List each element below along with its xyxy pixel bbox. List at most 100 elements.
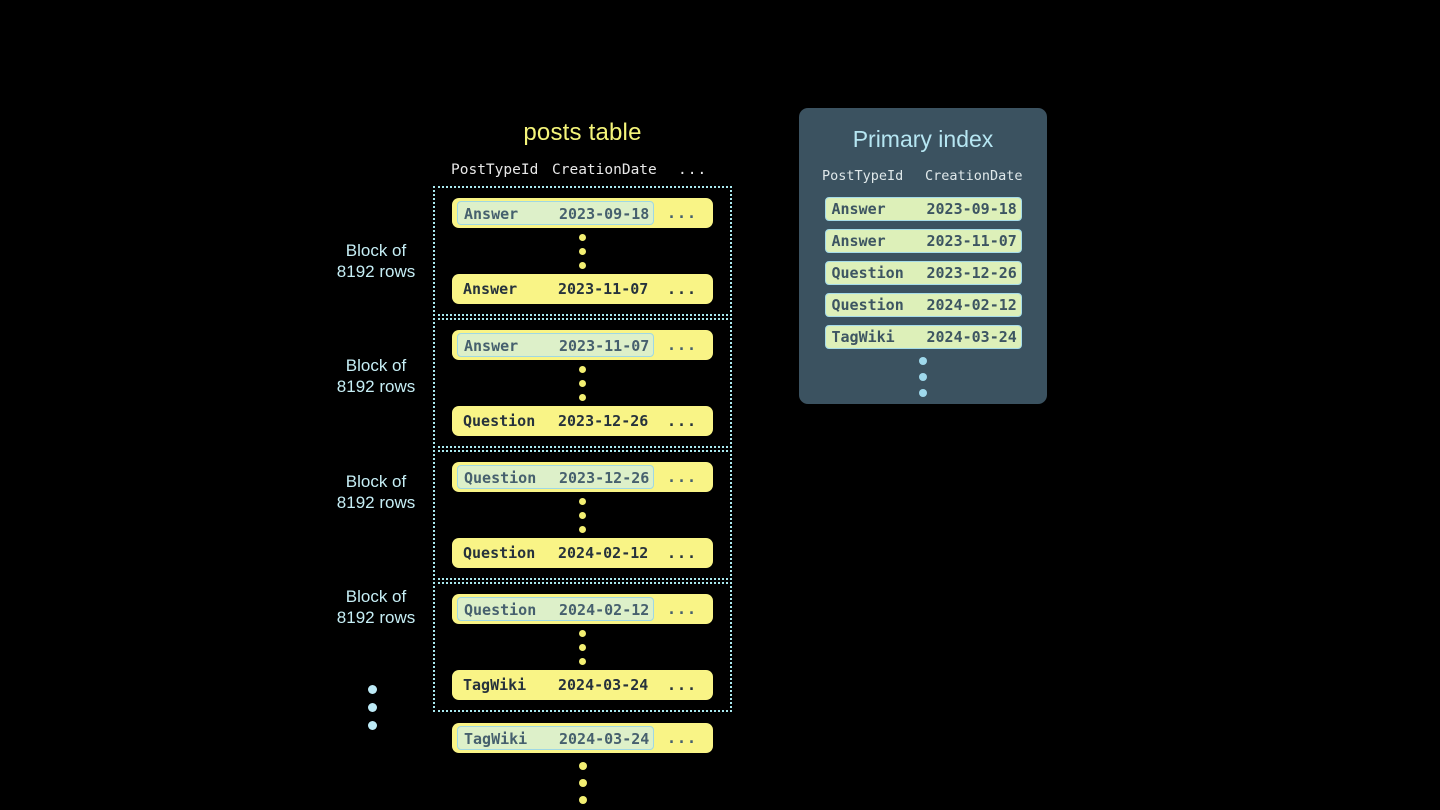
table-row: TagWiki 2024-03-24 ... — [452, 670, 713, 700]
ellipsis-dot — [368, 685, 377, 694]
cell-posttypeid: Question — [831, 296, 904, 314]
row-content: Question 2023-12-26 — [457, 409, 654, 433]
cell-more: ... — [667, 729, 698, 747]
row-highlight-box: Answer 2023-11-07 — [457, 333, 654, 357]
cell-more: ... — [667, 336, 698, 354]
ellipsis-dot — [579, 261, 586, 269]
table-row: Question 2023-12-26 ... — [452, 406, 713, 436]
posts-table-column-headers: PostTypeId CreationDate ... — [433, 162, 732, 186]
cell-posttypeid: Answer — [464, 337, 519, 355]
primary-index-column-headers: PostTypeId CreationDate — [799, 168, 1047, 190]
index-row: Answer 2023-09-18 — [824, 197, 1022, 221]
rows-ellipsis — [435, 360, 730, 406]
cell-creationdate: 2024-02-12 — [559, 601, 650, 619]
cell-posttypeid: Answer — [463, 280, 518, 298]
ellipsis-dot — [578, 796, 587, 804]
cell-creationdate: 2024-02-12 — [926, 296, 1017, 314]
block-label-line1: Block of — [345, 472, 407, 491]
table-row: Question 2023-12-26 ... — [452, 462, 713, 492]
index-row: Answer 2023-11-07 — [824, 229, 1022, 253]
ellipsis-dot — [579, 643, 586, 651]
block-label-line1: Block of — [345, 241, 407, 260]
ellipsis-dot — [919, 389, 927, 397]
primary-index-panel: Primary index PostTypeId CreationDate An… — [799, 108, 1047, 404]
index-row: TagWiki 2024-03-24 — [824, 325, 1022, 349]
index-row: Question 2023-12-26 — [824, 261, 1022, 285]
cell-more: ... — [667, 468, 698, 486]
ellipsis-dot — [368, 703, 377, 712]
data-block-3: Question 2023-12-26 ... Question 2024-02… — [433, 450, 732, 580]
ellipsis-dot — [919, 357, 927, 365]
data-block-2: Answer 2023-11-07 ... Question 2023-12-2… — [433, 318, 732, 448]
table-row: Answer 2023-09-18 ... — [452, 198, 713, 228]
rows-ellipsis — [435, 492, 730, 538]
column-header-more: ... — [678, 162, 708, 178]
primary-index-rows: Answer 2023-09-18 Answer 2023-11-07 Ques… — [799, 197, 1047, 349]
data-block-4: Question 2024-02-12 ... TagWiki 2024-03-… — [433, 582, 732, 712]
block-label-line1: Block of — [345, 587, 407, 606]
cell-posttypeid: TagWiki — [464, 730, 528, 748]
row-highlight-box: Question 2024-02-12 — [457, 597, 654, 621]
row-content: Answer 2023-11-07 — [457, 277, 654, 301]
cell-posttypeid: Question — [463, 544, 536, 562]
posts-table-diagram: posts table PostTypeId CreationDate ... … — [433, 118, 732, 807]
table-continues-ellipsis — [433, 759, 732, 807]
block-label-1: Block of 8192 rows — [301, 240, 451, 282]
rows-ellipsis — [435, 228, 730, 274]
ellipsis-dot — [579, 233, 586, 241]
cell-more: ... — [667, 280, 698, 298]
cell-creationdate: 2024-02-12 — [558, 544, 649, 562]
ellipsis-dot — [919, 373, 927, 381]
table-row: Answer 2023-11-07 ... — [452, 330, 713, 360]
cell-more: ... — [667, 544, 698, 562]
ellipsis-dot — [579, 525, 586, 533]
data-block-1: Answer 2023-09-18 ... Answer 2023-11-07 … — [433, 186, 732, 316]
cell-posttypeid: Answer — [831, 200, 886, 218]
table-row: Question 2024-02-12 ... — [452, 538, 713, 568]
page-title: posts table — [523, 119, 642, 146]
table-row: Answer 2023-11-07 ... — [452, 274, 713, 304]
index-continues-ellipsis — [799, 357, 1047, 397]
cell-creationdate: 2023-11-07 — [926, 232, 1017, 250]
ellipsis-dot — [578, 762, 587, 770]
table-continues-ellipsis — [368, 685, 377, 730]
block-label-3: Block of 8192 rows — [301, 471, 451, 513]
block-label-2: Block of 8192 rows — [301, 355, 451, 397]
block-label-line2: 8192 rows — [336, 377, 416, 396]
table-row-next-block: TagWiki 2024-03-24 ... — [452, 723, 713, 753]
cell-creationdate: 2024-03-24 — [926, 328, 1017, 346]
cell-posttypeid: Answer — [831, 232, 886, 250]
cell-posttypeid: Question — [464, 601, 537, 619]
cell-more: ... — [667, 600, 698, 618]
row-highlight-box: Answer 2023-09-18 — [457, 201, 654, 225]
block-label-line2: 8192 rows — [336, 493, 416, 512]
row-content: Question 2024-02-12 — [457, 541, 654, 565]
cell-creationdate: 2023-09-18 — [926, 200, 1017, 218]
primary-index-title: Primary index — [852, 126, 994, 152]
cell-posttypeid: TagWiki — [463, 676, 527, 694]
cell-posttypeid: Question — [463, 412, 536, 430]
cell-creationdate: 2023-12-26 — [926, 264, 1017, 282]
cell-more: ... — [667, 676, 698, 694]
cell-more: ... — [667, 204, 698, 222]
ellipsis-dot — [579, 497, 586, 505]
ellipsis-dot — [578, 779, 587, 787]
cell-more: ... — [667, 412, 698, 430]
table-row: Question 2024-02-12 ... — [452, 594, 713, 624]
column-header-creationdate: CreationDate — [552, 162, 657, 178]
row-highlight-box: TagWiki 2024-03-24 — [457, 726, 654, 750]
ellipsis-dot — [579, 657, 586, 665]
ellipsis-dot — [579, 365, 586, 373]
block-label-4: Block of 8192 rows — [301, 586, 451, 628]
ellipsis-dot — [579, 511, 586, 519]
column-header-posttypeid: PostTypeId — [451, 162, 539, 178]
rows-ellipsis — [435, 624, 730, 670]
cell-creationdate: 2023-11-07 — [558, 280, 649, 298]
row-content: TagWiki 2024-03-24 — [457, 673, 654, 697]
cell-creationdate: 2024-03-24 — [558, 676, 649, 694]
ellipsis-dot — [579, 393, 586, 401]
cell-creationdate: 2023-12-26 — [558, 412, 649, 430]
block-label-line2: 8192 rows — [336, 608, 416, 627]
index-row: Question 2024-02-12 — [824, 293, 1022, 317]
row-highlight-box: Question 2023-12-26 — [457, 465, 654, 489]
